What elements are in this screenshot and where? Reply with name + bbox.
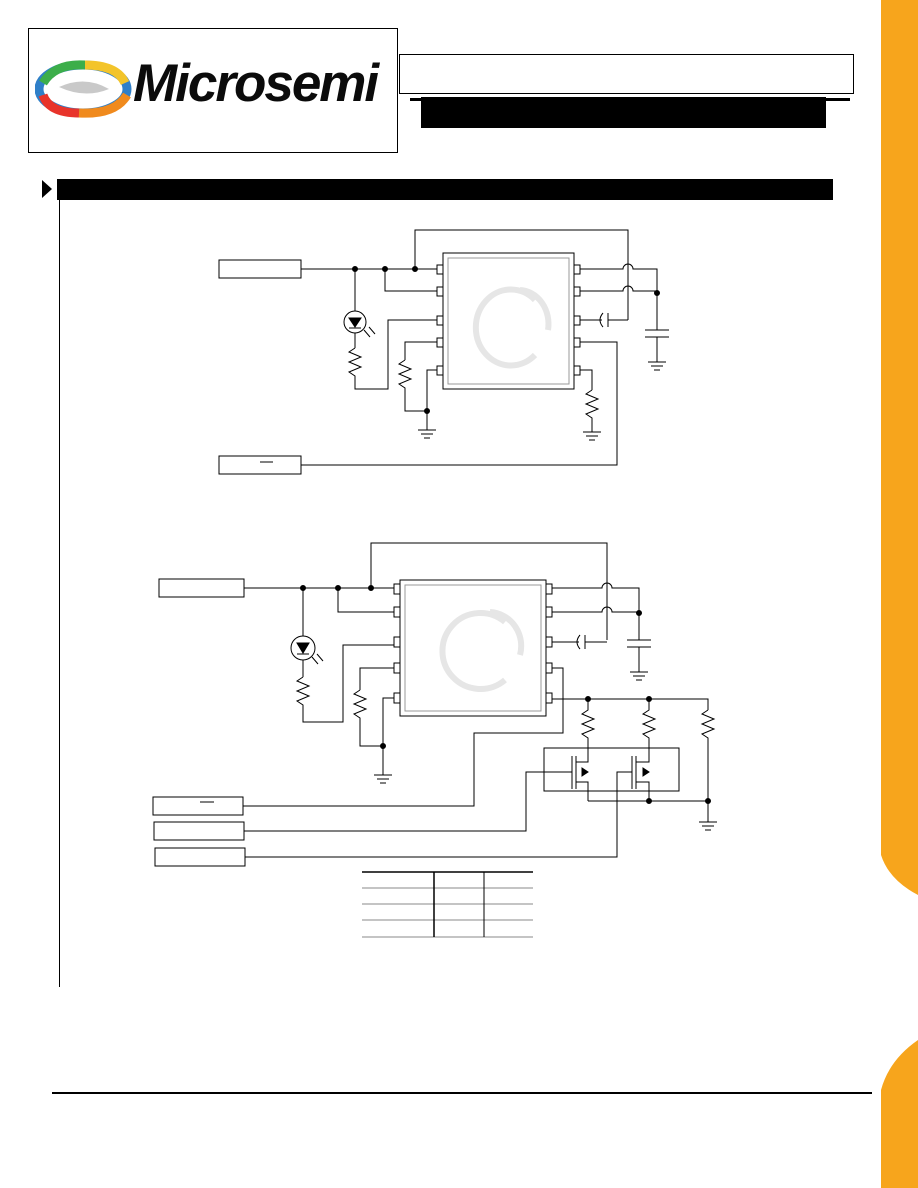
input-label-box-1	[218, 259, 302, 279]
led-resistor	[347, 319, 437, 390]
footer-rule	[52, 1092, 872, 1094]
logo-wordmark: Microsemi	[133, 54, 379, 113]
header-subtitle-bar	[421, 97, 826, 128]
section-arrow-icon	[42, 180, 52, 198]
microsemi-swirl-logo-icon	[35, 60, 132, 118]
mosfet-1	[244, 755, 589, 832]
section-left-rule	[59, 200, 60, 987]
truth-table	[362, 871, 533, 938]
input-label-box-6	[154, 847, 246, 867]
mosfet-2	[245, 755, 650, 858]
logo-box: Microsemi	[28, 28, 398, 153]
input-label-box-5	[153, 821, 245, 841]
application-circuit-1	[218, 229, 669, 475]
header-title-box	[399, 54, 854, 94]
ic-watermark-logo-icon	[439, 609, 525, 692]
ic-package-2	[393, 579, 553, 717]
input-label-box-3	[158, 578, 245, 598]
section-header-bar	[57, 179, 833, 200]
mosfet-package	[543, 747, 680, 792]
bias-resistor	[397, 359, 427, 412]
ic-watermark-logo-icon	[472, 286, 552, 369]
application-circuit-2	[152, 542, 717, 867]
input-label-box-4	[152, 796, 244, 816]
side-tab	[881, 0, 918, 1188]
input-label-box-2	[218, 455, 302, 475]
ic-package-1	[436, 252, 581, 390]
